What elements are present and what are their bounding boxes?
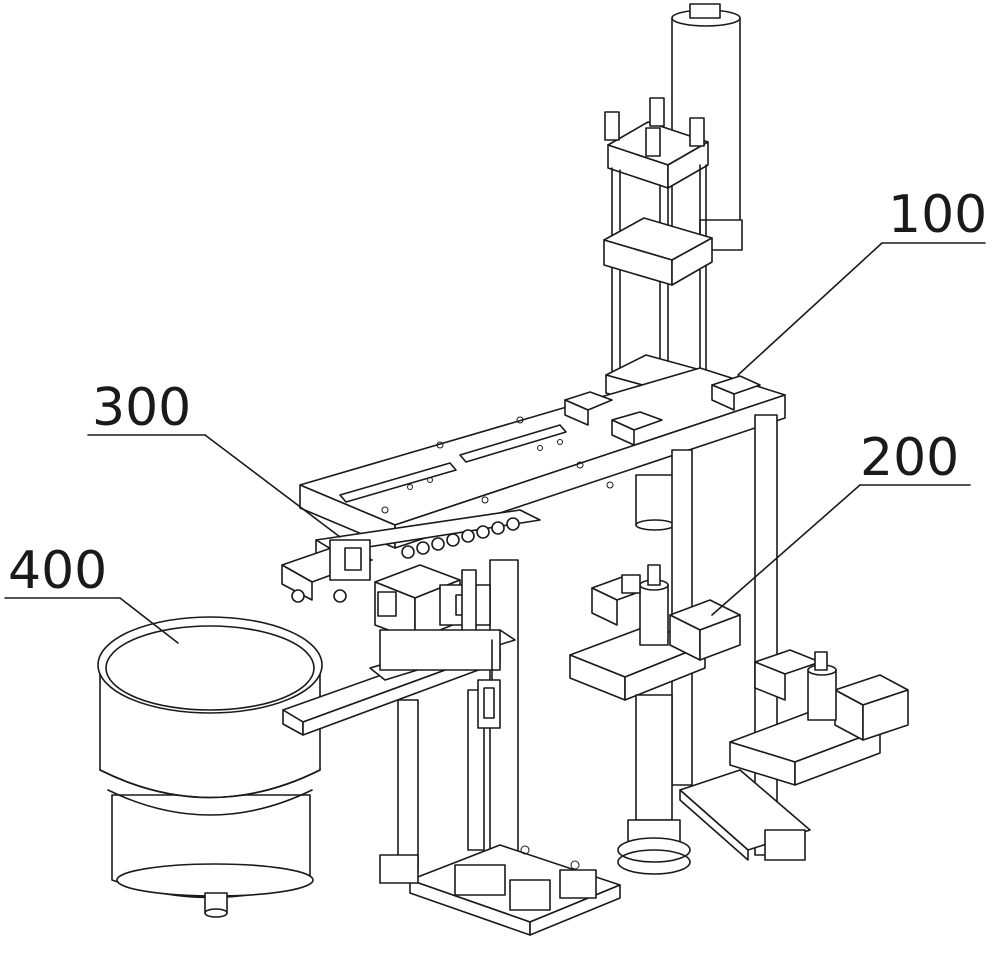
label-400: 400 [8, 541, 107, 601]
top-plate [299, 367, 786, 549]
base-plate [379, 844, 621, 936]
label-100: 100 [888, 185, 987, 245]
station-left [569, 564, 741, 875]
label-200: 200 [860, 428, 959, 488]
leader-lines [4, 242, 986, 644]
vibratory-bowl [97, 616, 516, 918]
station-right [679, 649, 909, 861]
label-300: 300 [92, 378, 191, 438]
